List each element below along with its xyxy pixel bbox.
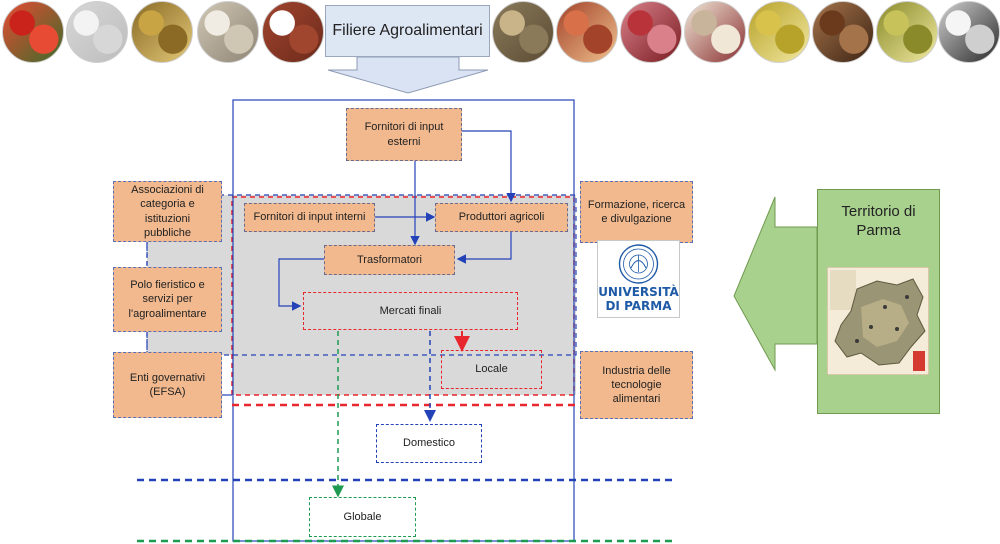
industria-node: Industria delle tecnologie alimentari (580, 351, 693, 419)
globale-node: Globale (309, 497, 416, 537)
territory-title: Territorio di Parma (841, 203, 916, 239)
enti-governativi-node: Enti governativi (EFSA) (113, 352, 222, 418)
formazione-node: Formazione, ricerca e divulgazione (580, 181, 693, 243)
territory-panel: Territorio di Parma (817, 189, 940, 414)
parma-map-icon (827, 267, 929, 375)
grapes-photo (876, 1, 938, 63)
sugar-cubes-photo (66, 1, 128, 63)
domestico-node: Domestico (376, 424, 482, 463)
culatello-photo (684, 1, 746, 63)
trasformatori-node: Trasformatori (324, 245, 455, 275)
locale-node: Locale (441, 350, 542, 389)
prosciutto-photo (556, 1, 618, 63)
university-name-line2: DI PARMA (605, 299, 672, 313)
university-seal-icon (618, 244, 659, 284)
associazioni-node: Associazioni di categoria e istituzioni … (113, 181, 222, 242)
university-logo: UNIVERSITÀ DI PARMA (597, 240, 680, 318)
produttori-agricoli-node: Produttori agricoli (435, 203, 568, 232)
milk-pour-photo (938, 1, 1000, 63)
porcini-photo (812, 1, 874, 63)
down-arrow-icon (327, 56, 489, 94)
tomatoes-photo (2, 1, 64, 63)
diagram-title: Filiere Agroalimentari (325, 5, 490, 57)
flour-photo (197, 1, 259, 63)
cheese-wheels-photo (492, 1, 554, 63)
wheat-photo (131, 1, 193, 63)
fornitori-esterni-node: Fornitori di input esterni (346, 108, 462, 161)
cured-meat-jar-photo (262, 1, 324, 63)
mercati-finali-node: Mercati finali (303, 292, 518, 330)
salami-photo (620, 1, 682, 63)
fornitori-interni-node: Fornitori di input interni (244, 203, 375, 232)
territory-arrow-icon (733, 196, 818, 372)
olive-oil-photo (748, 1, 810, 63)
university-name-line1: UNIVERSITÀ (598, 285, 679, 299)
polo-fieristico-node: Polo fieristico e servizi per l'agroalim… (113, 267, 222, 332)
